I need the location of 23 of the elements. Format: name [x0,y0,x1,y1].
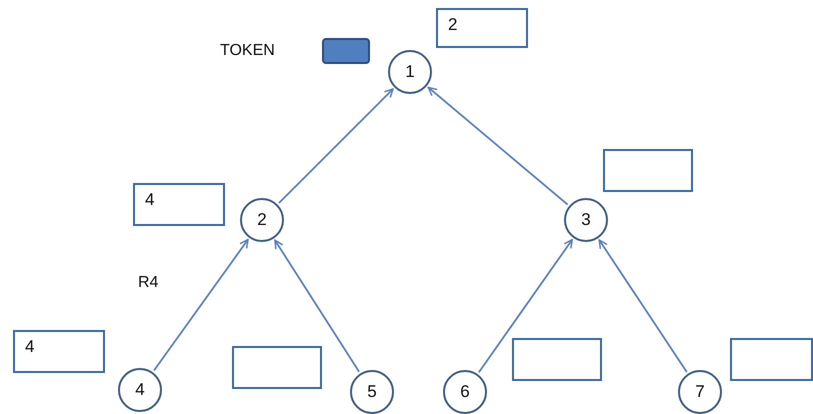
queue-box [512,338,602,381]
arrow [153,238,249,372]
arrow [278,88,394,204]
circle-node: 6 [443,370,487,414]
queue-box: 2 [436,8,528,48]
queue-box: 4 [133,183,225,226]
circle-node: 2 [240,198,284,242]
arrow [598,239,688,372]
circle-node: 4 [118,368,162,412]
arrow [428,86,568,206]
token-block [322,38,370,64]
link-label: R4 [138,274,158,292]
circle-node: 5 [350,370,394,414]
circle-node: 3 [564,198,608,242]
token-label: TOKEN [220,42,275,60]
queue-box [603,149,693,192]
arrow [274,239,360,372]
circle-node: 7 [678,370,722,414]
queue-box [730,338,813,381]
arrow [478,238,573,373]
queue-box: 4 [13,330,105,373]
queue-box [232,346,322,389]
circle-node: 1 [388,50,432,94]
